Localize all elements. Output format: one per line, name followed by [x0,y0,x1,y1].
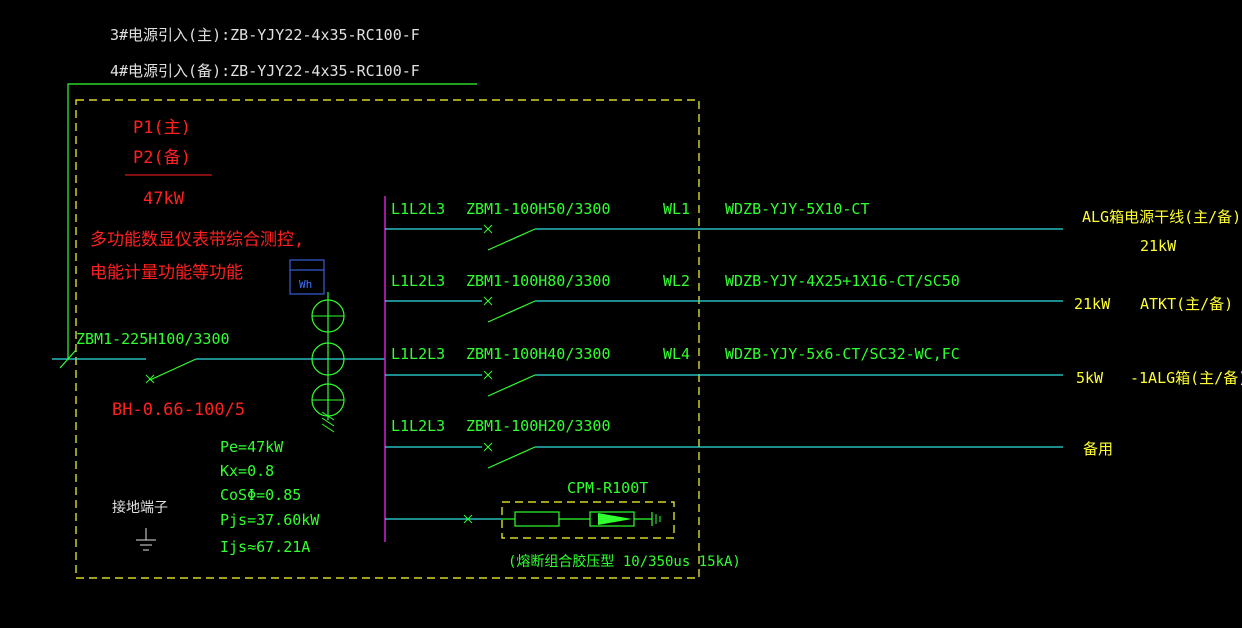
spd-model-label: CPM-R100T [567,479,648,497]
panel-boundary [75,99,700,579]
circuit-row-wl2: L1L2L3 ZBM1-100H80/3300 WL2 WDZB-YJY-4X2… [385,272,1233,323]
calc-pe: Pe=47kW [220,438,284,456]
power-backup-label: P2(备) [133,148,191,168]
spd-box [501,501,675,539]
calc-cos: CoSΦ=0.85 [220,486,301,504]
circuit-phase-label: L1L2L3 [391,272,445,290]
circuit-cable-label: WDZB-YJY-5X10-CT [725,200,870,218]
calc-ijs: Ijs≈67.21A [220,538,310,556]
circuit-phase-label: L1L2L3 [391,200,445,218]
feeder-backup-label: 4#电源引入(备):ZB-YJY22-4x35-RC100-F [110,62,420,80]
circuit-row-wl1: L1L2L3 ZBM1-100H50/3300 WL1 WDZB-YJY-5X1… [385,200,1241,255]
circuit-breaker-label: ZBM1-100H40/3300 [466,345,611,363]
circuit-wl-label: WL1 [663,200,690,218]
circuit-cable-label: WDZB-YJY-5x6-CT/SC32-WC,FC [725,345,960,363]
circuit-wl-label: WL2 [663,272,690,290]
incoming-tick [59,349,77,369]
ground-terminal: 接地端子 [112,499,168,551]
spd-arrester-triangle [598,513,632,525]
circuit-row-wl4: L1L2L3 ZBM1-100H40/3300 WL4 WDZB-YJY-5x6… [385,345,1242,397]
circuit-load-power: 5kW [1076,369,1104,387]
energy-meter-label: Wh [299,278,312,291]
power-total-label: 47kW [143,189,185,209]
circuit-cable-label: WDZB-YJY-4X25+1X16-CT/SC50 [725,272,960,290]
circuit-load-name: -1ALG箱(主/备) [1130,369,1242,387]
ct-label: BH-0.66-100/5 [112,400,245,420]
breaker-x-b [483,296,493,306]
surge-protector: CPM-R100T (熔断组合胶压型 10/350us 15kA) [385,479,741,570]
energy-meter: Wh [289,259,325,295]
main-breaker-blade [149,358,197,381]
circuit-phase-label: L1L2L3 [391,345,445,363]
circuit-wl-label: WL4 [663,345,690,363]
meter-note-line-1: 多功能数显仪表带综合测控, [90,230,304,250]
circuit-breaker-label: ZBM1-100H50/3300 [466,200,611,218]
breaker-x-b [483,370,493,380]
main-breaker-x-b [145,374,155,384]
current-transformers [311,292,345,433]
feeder-main-label: 3#电源引入(主):ZB-YJY22-4x35-RC100-F [110,26,420,44]
circuit-phase-label: L1L2L3 [391,417,445,435]
feeder-line [67,83,477,360]
breaker-blade [487,228,536,251]
power-main-label: P1(主) [133,118,191,138]
main-breaker-label: ZBM1-225H100/3300 [76,330,230,348]
breaker-x-b [483,442,493,452]
ground-label: 接地端子 [112,499,168,516]
load-calculation: Pe=47kW Kx=0.8 CoSΦ=0.85 Pjs=37.60kW Ijs… [220,438,320,556]
calc-kx: Kx=0.8 [220,462,274,480]
meter-note-line-2: 电能计量功能等功能 [90,263,243,283]
power-info: P1(主) P2(备) 47kW 多功能数显仪表带综合测控, 电能计量功能等功能 [90,118,304,283]
circuit-breaker-label: ZBM1-100H20/3300 [466,417,611,435]
spd-note-label: (熔断组合胶压型 10/350us 15kA) [508,553,741,570]
circuit-load-name: ALG箱电源干线(主/备) [1082,208,1241,226]
breaker-blade [487,374,536,397]
breaker-x-b [483,224,493,234]
breaker-blade [487,446,536,469]
calc-pjs: Pjs=37.60kW [220,511,320,529]
circuit-row-spare: L1L2L3 ZBM1-100H20/3300 备用 [385,417,1113,469]
ct-coil-2 [311,342,345,376]
breaker-blade [487,300,536,323]
circuit-load-power: 21kW [1140,237,1177,255]
circuit-load-name: ATKT(主/备) [1140,295,1233,313]
energy-meter-box [289,259,325,295]
feeder-lines: 3#电源引入(主):ZB-YJY22-4x35-RC100-F 4#电源引入(备… [67,26,477,360]
main-breaker: ZBM1-225H100/3300 BH-0.66-100/5 [52,330,385,420]
spd-fuse [514,511,560,527]
circuit-load-power: 21kW [1074,295,1111,313]
circuit-load-name: 备用 [1083,440,1113,458]
circuit-breaker-label: ZBM1-100H80/3300 [466,272,611,290]
